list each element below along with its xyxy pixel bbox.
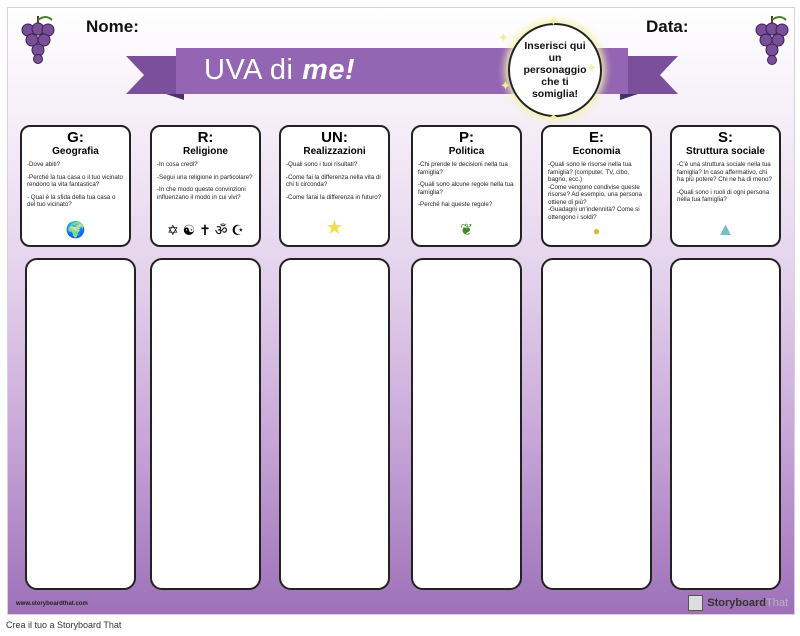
answer-box-politica[interactable] xyxy=(411,258,522,590)
sparkle-icon: ✦ xyxy=(500,78,511,93)
portrait-text: Inserisci qui un personaggio che ti somi… xyxy=(523,40,587,100)
answer-box-economia[interactable] xyxy=(541,258,652,590)
storyboardthat-logo[interactable]: StoryboardThat xyxy=(688,594,788,612)
site-url: www.storyboardthat.com xyxy=(16,601,88,607)
globe-icon: 🌍 xyxy=(65,222,86,239)
card-struttura-sociale: S: Struttura sociale -C'è una struttura … xyxy=(670,125,781,247)
laurel-icon: ❦ xyxy=(459,222,474,239)
worksheet: Nome: Data: UVA di me! Inserisci qui un … xyxy=(7,7,795,615)
grapes-icon xyxy=(755,16,789,65)
portrait-circle[interactable]: Inserisci qui un personaggio che ti somi… xyxy=(508,23,602,117)
pyramid-icon: ▲ xyxy=(716,219,735,239)
sparkle-icon: ✦ xyxy=(586,60,597,75)
card-geografia: G: Geografia -Dove abiti? -Perché la tua… xyxy=(20,125,131,247)
answer-box-realizzazioni[interactable] xyxy=(279,258,390,590)
answer-box-religione[interactable] xyxy=(150,258,261,590)
footer-caption[interactable]: Crea il tuo a Storyboard That xyxy=(6,620,122,630)
page-title: UVA di me! xyxy=(204,54,356,86)
religion-symbols-icon: ✡ ☯ ✝ ॐ ☪ xyxy=(167,222,244,238)
date-label: Data: xyxy=(646,17,689,36)
answer-box-geografia[interactable] xyxy=(25,258,136,590)
card-religione: R: Religione -In cosa credi? -Segui una … xyxy=(150,125,261,247)
sparkle-icon: ✦ xyxy=(548,14,559,29)
grapes-icon xyxy=(21,16,55,64)
sparkle-icon: ✦ xyxy=(548,110,559,125)
sparkle-icon: ✦ xyxy=(498,30,509,45)
card-realizzazioni: UN: Realizzazioni -Quali sono i tuoi ris… xyxy=(279,125,390,247)
answer-box-struttura-sociale[interactable] xyxy=(670,258,781,590)
card-politica: P: Politica -Chi prende le decisioni nel… xyxy=(411,125,522,247)
logo-icon xyxy=(688,595,704,611)
star-icon: ★ xyxy=(325,217,344,239)
name-label: Nome: xyxy=(86,17,139,36)
card-economia: E: Economia -Quali sono le risorse nella… xyxy=(541,125,652,247)
coins-icon: ● xyxy=(592,224,601,238)
